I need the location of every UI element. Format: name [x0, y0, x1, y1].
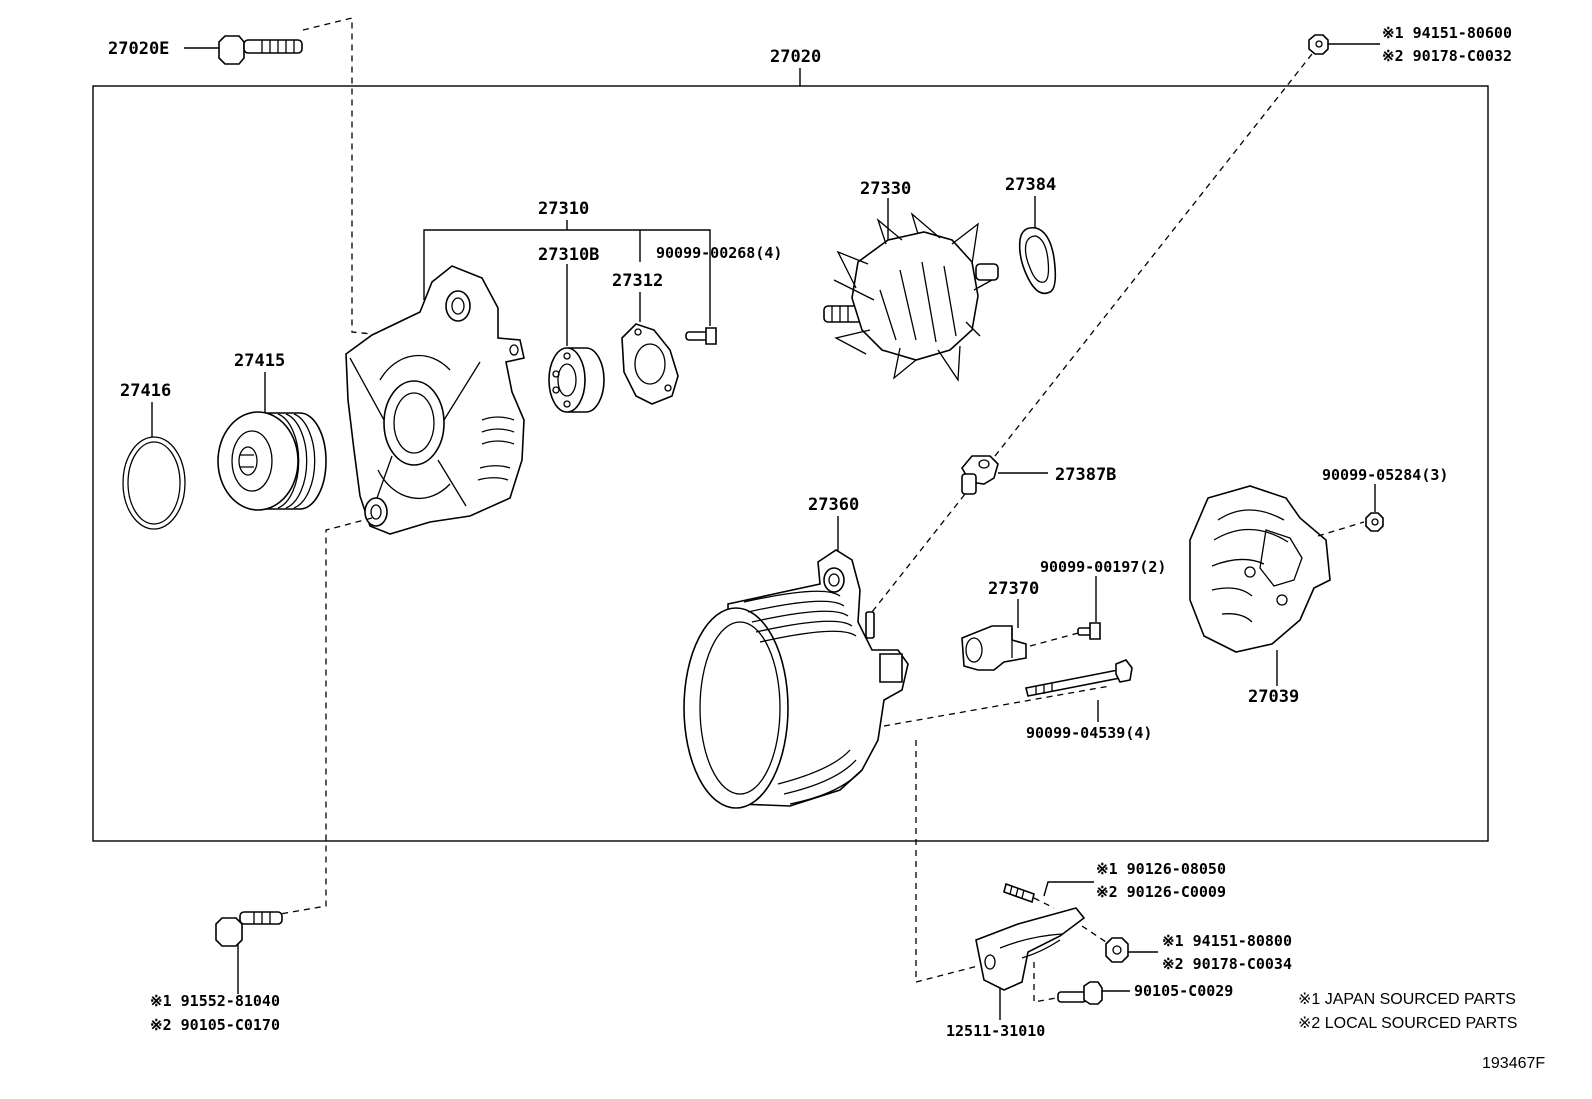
label-27330[interactable]: 27330	[860, 179, 911, 199]
label-stud-2[interactable]: ※2 90126-C0009	[1096, 883, 1226, 901]
label-27310[interactable]: 27310	[538, 199, 589, 219]
snap-ring-27416-icon[interactable]	[122, 436, 186, 530]
screw-90099-00197-icon[interactable]	[1077, 622, 1101, 640]
bolt-bottom-left-icon[interactable]	[215, 911, 283, 947]
diagram-id: 193467F	[1482, 1055, 1545, 1072]
nut-90099-05284-icon[interactable]	[1365, 512, 1384, 532]
label-27384[interactable]: 27384	[1005, 175, 1056, 195]
label-bolt-bl-2[interactable]: ※2 90105-C0170	[150, 1016, 280, 1034]
label-nut-br-1[interactable]: ※1 94151-80800	[1162, 932, 1292, 950]
label-12511-31010[interactable]: 12511-31010	[946, 1022, 1045, 1040]
label-27387b[interactable]: 27387B	[1055, 465, 1116, 485]
label-90099-00268[interactable]: 90099-00268(4)	[656, 244, 782, 262]
legend-local: ※2 LOCAL SOURCED PARTS	[1298, 1015, 1517, 1032]
bolt-27020e-icon[interactable]	[218, 35, 303, 65]
label-27312[interactable]: 27312	[612, 271, 663, 291]
label-27039[interactable]: 27039	[1248, 687, 1299, 707]
stud-icon[interactable]	[1003, 882, 1035, 904]
label-90105-c0029[interactable]: 90105-C0029	[1134, 982, 1233, 1000]
through-bolt-90099-04539-icon[interactable]	[1025, 659, 1133, 697]
legend-japan: ※1 JAPAN SOURCED PARTS	[1298, 991, 1516, 1008]
label-27370[interactable]: 27370	[988, 579, 1039, 599]
rear-cover-27039-icon[interactable]	[1189, 485, 1331, 653]
screw-90099-00268-icon[interactable]	[685, 327, 717, 345]
label-27416[interactable]: 27416	[120, 381, 171, 401]
label-27020e[interactable]: 27020E	[108, 39, 169, 59]
bracket-12511-31010-icon[interactable]	[975, 907, 1086, 991]
terminal-insulator-27387b-icon[interactable]	[961, 455, 999, 495]
label-27360[interactable]: 27360	[808, 495, 859, 515]
cover-27384-icon[interactable]	[1018, 226, 1057, 295]
label-bolt-bl-1[interactable]: ※1 91552-81040	[150, 992, 280, 1010]
bearing-27310b-icon[interactable]	[548, 347, 605, 413]
nut-bracket-icon[interactable]	[1105, 937, 1129, 963]
rotor-27330-icon[interactable]	[823, 212, 999, 382]
retainer-plate-27312-icon[interactable]	[621, 323, 679, 405]
label-27415[interactable]: 27415	[234, 351, 285, 371]
assembly-frame	[92, 85, 1489, 842]
rectifier-end-frame-27360-icon[interactable]	[683, 549, 909, 809]
label-nut-top-2[interactable]: ※2 90178-C0032	[1382, 47, 1512, 65]
brush-holder-27370-icon[interactable]	[961, 625, 1027, 671]
label-nut-br-2[interactable]: ※2 90178-C0034	[1162, 955, 1292, 973]
label-stud-1[interactable]: ※1 90126-08050	[1096, 860, 1226, 878]
label-90099-05284[interactable]: 90099-05284(3)	[1322, 466, 1448, 484]
label-27310b[interactable]: 27310B	[538, 245, 599, 265]
label-90099-04539[interactable]: 90099-04539(4)	[1026, 724, 1152, 742]
pulley-27415-icon[interactable]	[217, 411, 327, 511]
label-27020[interactable]: 27020	[770, 47, 821, 67]
label-nut-top-1[interactable]: ※1 94151-80600	[1382, 24, 1512, 42]
bolt-90105-c0029-icon[interactable]	[1057, 981, 1103, 1005]
label-90099-00197[interactable]: 90099-00197(2)	[1040, 558, 1166, 576]
nut-top-right-icon[interactable]	[1308, 34, 1329, 55]
drive-end-frame-27310-icon[interactable]	[345, 265, 525, 535]
